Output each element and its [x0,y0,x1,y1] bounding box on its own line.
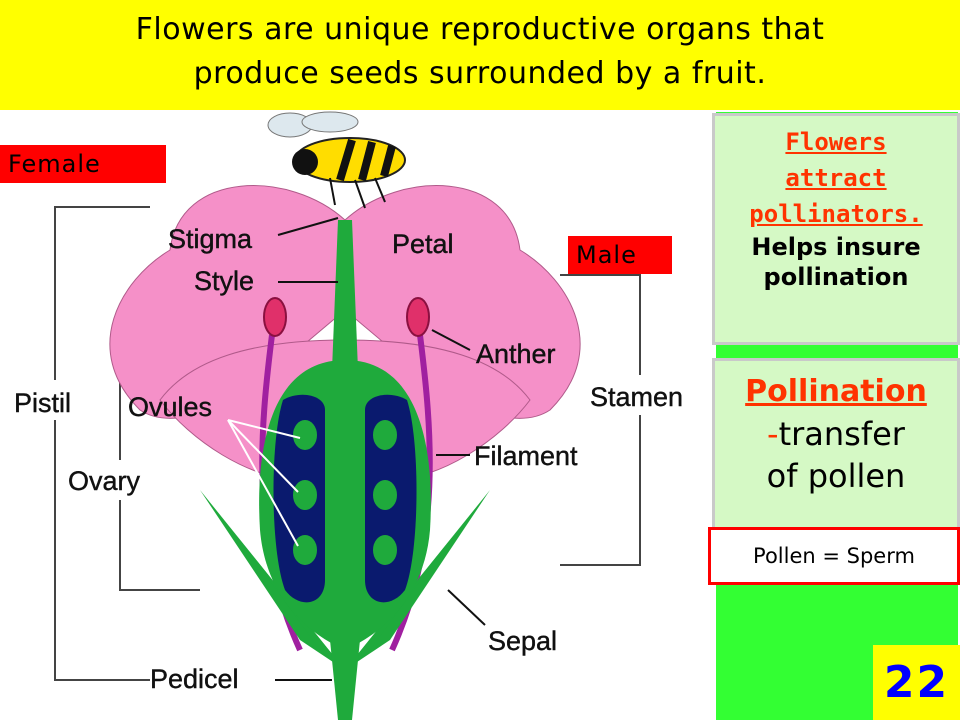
ovule-pointer [227,419,299,493]
pollination-card: Pollination -transfer of pollen [712,358,960,530]
anther-right [406,297,430,337]
pollination-heading: Pollination [745,374,927,409]
female-tag: Female [0,145,166,183]
style-stalk [332,220,358,370]
slide-title-line2: produce seeds surrounded by a fruit. [193,56,767,91]
label-petal: Petal [392,229,454,259]
ovule [371,418,399,452]
anthers [263,297,430,337]
female-tag-label: Female [8,150,101,178]
arrow-stigma [277,217,339,236]
label-pedicel: Pedicel [150,664,239,694]
title-bar: Flowers are unique reproductive organs t… [0,0,960,110]
pollinator-line2: attract [785,164,887,192]
ovule [291,418,319,452]
pointer-arrows [275,217,486,681]
label-pistil: Pistil [14,388,71,418]
pollinator-card: Flowers attract pollinators. Helps insur… [712,113,960,345]
flower-diagram-svg: Stigma Style Petal Anther Stamen Pistil … [14,111,683,720]
flower-diagram: Stigma Style Petal Anther Stamen Pistil … [0,110,712,720]
ovule [371,533,399,567]
pedicel-stalk [330,640,360,720]
pistil-bracket [54,206,150,681]
pollinator-line1: Flowers [785,128,887,156]
arrow-sepal [447,589,486,626]
pollination-dash: - [767,415,779,453]
label-stigma: Stigma [168,224,253,254]
ovule [291,533,319,567]
pollinator-line3: pollinators. [749,200,923,228]
ovules [291,418,399,567]
label-stamen: Stamen [590,382,683,412]
ovule-pointer [227,419,301,439]
ovule-pointers [227,419,301,547]
stamen-bracket [560,274,641,566]
pollination-line1-text: transfer [778,415,905,453]
pollen-note: Pollen = Sperm [708,527,960,585]
page-number: 22 [873,645,960,720]
label-anther: Anther [476,339,556,369]
label-ovary: Ovary [68,466,141,496]
label-style: Style [194,266,254,296]
bee-icon [267,111,406,209]
male-tag-label: Male [576,241,637,269]
slide-title-line1: Flowers are unique reproductive organs t… [135,12,825,47]
ovule [371,478,399,512]
anther-left [263,297,287,337]
pollinator-line5: pollination [763,263,909,291]
slide-title: Flowers are unique reproductive organs t… [0,8,960,96]
pollination-line2: of pollen [766,457,906,495]
ovule [291,478,319,512]
label-sepal: Sepal [488,626,557,656]
label-ovules: Ovules [128,392,212,422]
pollination-line1: -transfer [715,413,957,455]
male-tag: Male [568,236,672,274]
arrow-anther [431,329,471,351]
ovule-pointer [227,419,299,547]
label-filament: Filament [474,441,578,471]
pollinator-line4: Helps insure [751,233,921,261]
